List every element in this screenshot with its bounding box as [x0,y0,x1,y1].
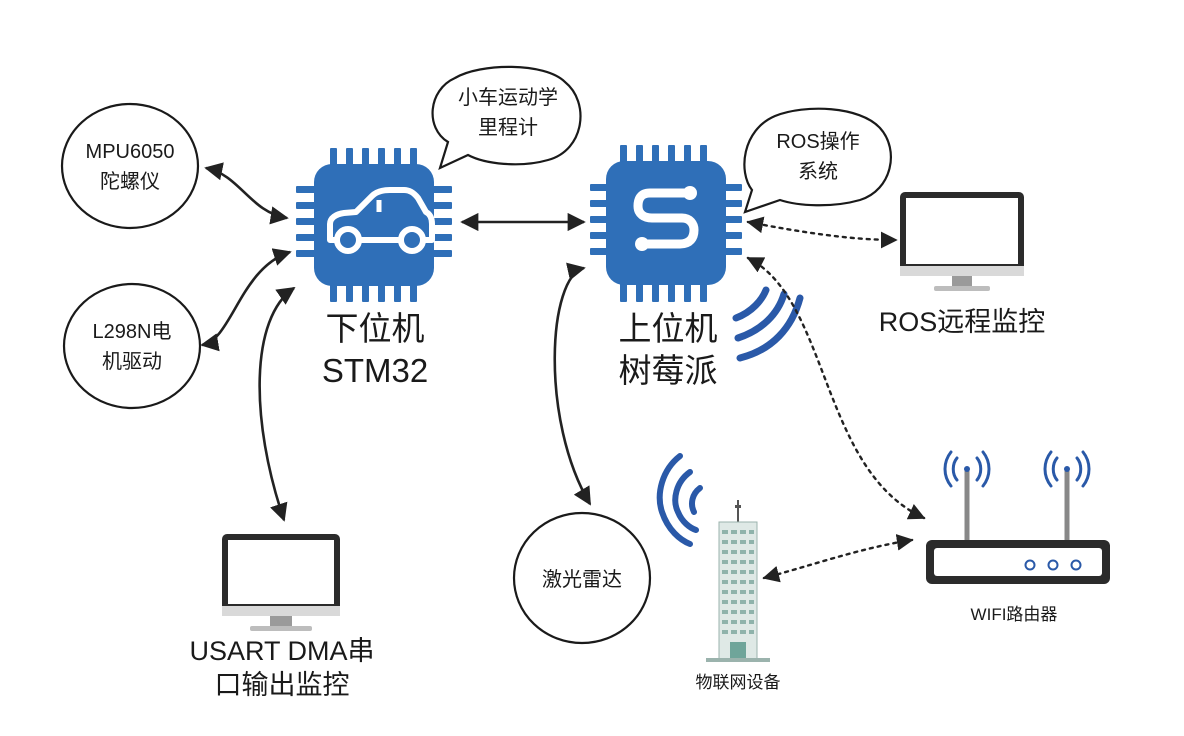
router-antenna-signal-icon [943,450,1091,488]
lidar-label: 激光雷达 [542,568,622,591]
l298n-node: L298N电 机驱动 [62,282,202,410]
usart-label-line1: USART DMA串 [189,636,374,666]
stm32-label-line1: 下位机 [326,310,425,347]
router-iot-dotted-arrow [762,533,914,583]
mpu-stm32-arrow [204,162,289,225]
raspberry-label-line2: 树莓派 [619,352,718,389]
mpu6050-label-line2: 陀螺仪 [100,170,160,193]
wireless-signal-icon [732,286,804,362]
l298n-stm32-arrow [200,248,292,352]
usart-monitor-icon [222,534,340,631]
stm32-chip-icon [296,148,452,302]
stm32-usart-arrow [258,286,296,522]
ros-remote-label: ROS远程监控 [879,307,1046,337]
router-label: WIFI路由器 [971,605,1058,624]
l298n-label-line2: 机驱动 [102,350,162,373]
usart-label-line2: 口输出监控 [215,670,350,700]
kinematics-label-line1: 小车运动学 [458,86,558,109]
ros-remote-monitor-icon [900,192,1024,291]
raspberry-router-dotted-arrow [746,256,926,520]
mpu6050-node: MPU6050 陀螺仪 [60,102,200,230]
car-icon [327,187,435,254]
raspberry-label-line1: 上位机 [619,310,718,347]
lidar-node: 激光雷达 [512,511,652,645]
iot-label: 物联网设备 [696,673,781,692]
raspberry-pi-chip-icon [590,145,742,302]
ros-os-speech-bubble: ROS操作 系统 [743,107,892,214]
raspberry-ros-remote-dotted-arrow [746,216,898,249]
ros-os-label-line1: ROS操作 [776,130,859,153]
kinematics-speech-bubble: 小车运动学 里程计 [431,65,582,171]
wifi-router-icon [926,450,1110,584]
circuit-s-icon [633,186,699,251]
raspberry-lidar-arrow [553,262,592,506]
kinematics-label-line2: 里程计 [478,116,538,139]
iot-signal-icon [656,453,703,547]
mpu6050-label-line1: MPU6050 [86,141,175,163]
l298n-label-line1: L298N电 [93,320,172,343]
iot-building-icon [706,500,770,662]
ros-os-label-line2: 系统 [798,160,838,183]
stm32-label-line2: STM32 [322,352,428,389]
